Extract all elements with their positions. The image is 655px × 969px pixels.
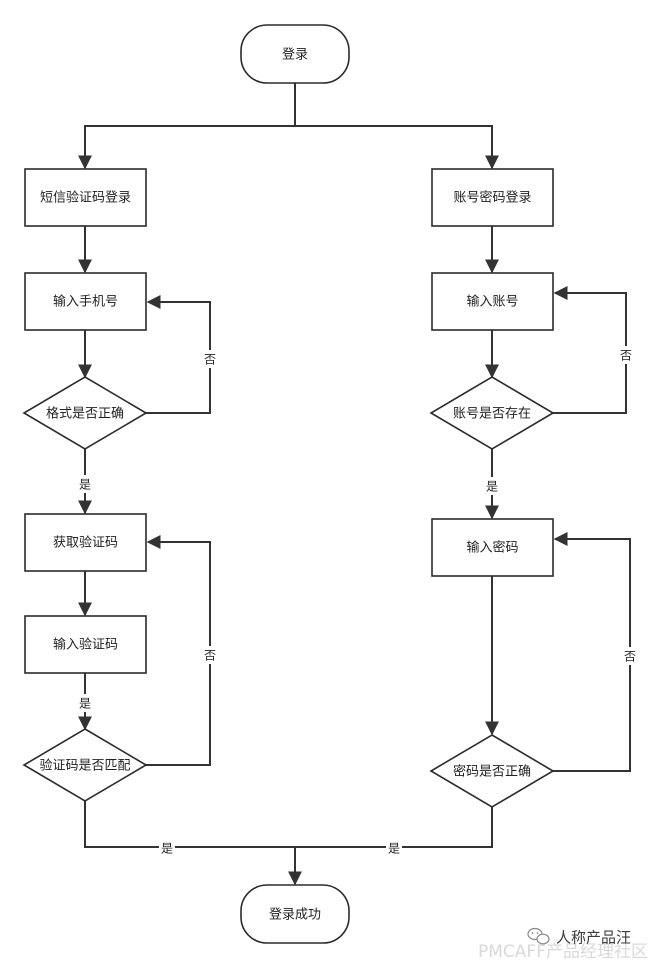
check-password-label: 密码是否正确 — [453, 764, 531, 780]
sms-login-label: 短信验证码登录 — [40, 190, 131, 206]
password-no-label: 否 — [624, 650, 636, 664]
check-password-node: 密码是否正确 — [429, 734, 555, 808]
account-login-node: 账号密码登录 — [431, 168, 554, 227]
end-label: 登录成功 — [269, 908, 321, 923]
start-label: 登录 — [282, 48, 308, 63]
account-login-label: 账号密码登录 — [453, 190, 531, 206]
sms-login-node: 短信验证码登录 — [24, 168, 147, 227]
input-account-label: 输入账号 — [466, 294, 518, 310]
edge-codematch-yes — [84, 801, 295, 848]
input-code-node: 输入验证码 — [24, 615, 147, 674]
edge-codematch-no — [146, 535, 211, 766]
edge-start-to-account — [295, 125, 499, 170]
code-yes-label: 是 — [79, 697, 91, 711]
account-yes-label: 是 — [486, 480, 498, 494]
check-code-node: 验证码是否匹配 — [22, 728, 148, 802]
watermark-text: 人称产品汪 — [556, 929, 631, 947]
get-code-label: 获取验证码 — [53, 535, 118, 551]
wechat-icon — [527, 927, 550, 945]
input-account-node: 输入账号 — [431, 272, 554, 331]
check-format-node: 格式是否正确 — [22, 376, 148, 450]
password-yes-label: 是 — [388, 842, 400, 856]
end-node: 登录成功 — [240, 884, 350, 944]
edge-password-yes — [295, 807, 493, 848]
input-password-node: 输入密码 — [431, 518, 554, 577]
input-phone-node: 输入手机号 — [24, 272, 147, 331]
account-no-label: 否 — [620, 349, 632, 363]
edge-format-no — [146, 295, 211, 414]
edge-account-no — [553, 286, 627, 414]
code-no-label: 否 — [204, 649, 216, 663]
check-code-label: 验证码是否匹配 — [39, 758, 130, 774]
code-match-yes-label: 是 — [161, 842, 173, 856]
edge-password-no — [553, 532, 631, 772]
format-yes-label: 是 — [79, 478, 91, 492]
input-code-label: 输入验证码 — [53, 637, 118, 653]
format-no-label: 否 — [204, 353, 216, 367]
check-account-label: 账号是否存在 — [453, 407, 531, 422]
check-format-label: 格式是否正确 — [46, 406, 124, 422]
watermark-faint-text: PMCAFF产品经理社区 — [478, 942, 648, 962]
input-phone-label: 输入手机号 — [53, 294, 118, 310]
start-node: 登录 — [240, 24, 350, 84]
get-code-node: 获取验证码 — [24, 513, 147, 572]
input-password-label: 输入密码 — [466, 540, 518, 556]
watermark: PMCAFF产品经理社区 人称产品汪 — [478, 927, 648, 962]
edge-labels: 否 是 是 否 是 否 是 否 是 — [77, 346, 638, 857]
check-account-node: 账号是否存在 — [429, 376, 555, 450]
edge-start-to-sms — [78, 125, 295, 170]
